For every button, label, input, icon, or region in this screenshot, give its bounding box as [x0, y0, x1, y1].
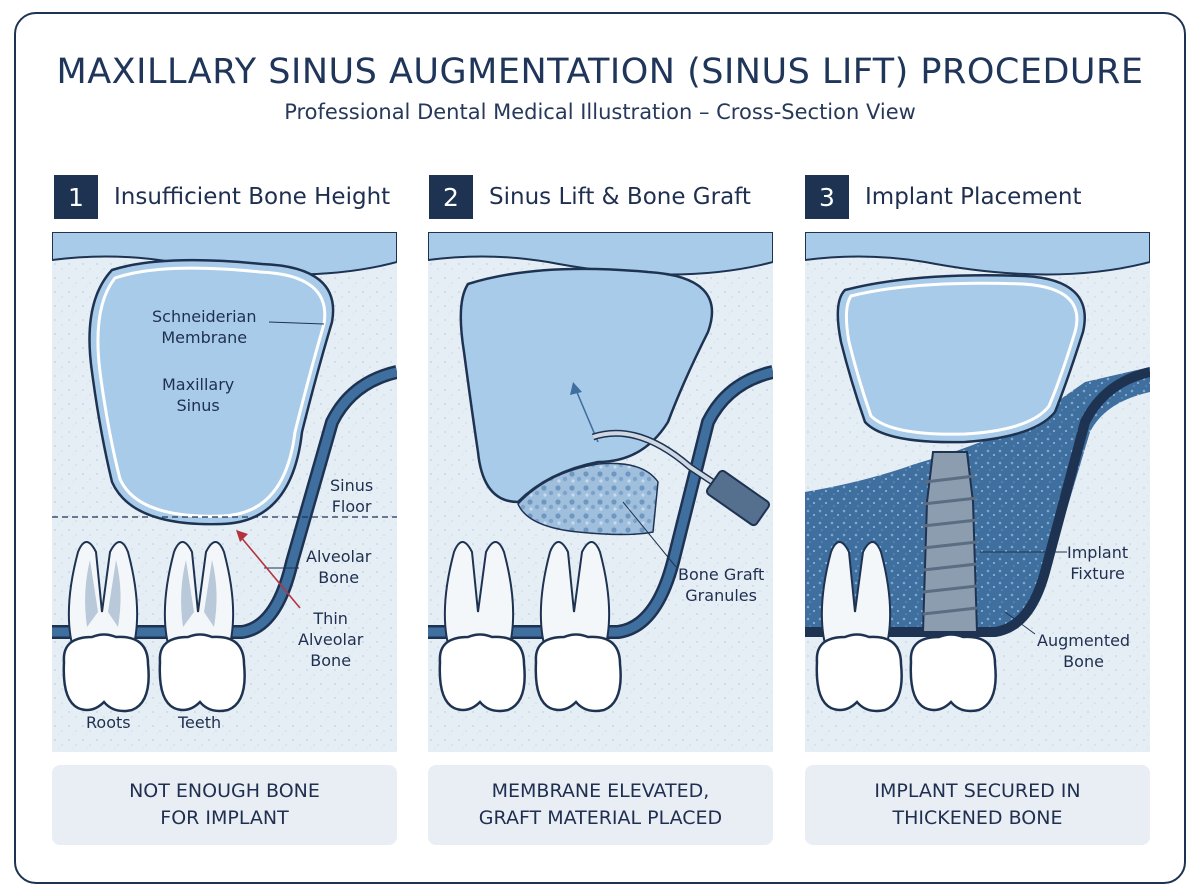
step-1-title: Insufficient Bone Height: [114, 184, 391, 210]
page-subtitle: Professional Dental Medical Illustration…: [284, 100, 916, 124]
label-roots: Roots: [86, 713, 131, 732]
elevation-arrow-icon: [570, 382, 582, 395]
step-3-number: 3: [805, 175, 849, 219]
panel-1-illustration: [52, 232, 397, 752]
panel-implant-placement: Implant Fixture Augmented Bone: [805, 232, 1150, 752]
caption-step-1-text: NOT ENOUGH BONE FOR IMPLANT: [129, 780, 320, 829]
step-2-number: 2: [429, 175, 473, 219]
tooth-1-icon: [62, 541, 150, 713]
step-3-title: Implant Placement: [865, 184, 1082, 210]
label-teeth: Teeth: [178, 713, 222, 732]
label-maxillary-sinus: Maxillary Sinus: [162, 375, 235, 415]
caption-step-1: NOT ENOUGH BONE FOR IMPLANT: [52, 765, 397, 845]
implant-fixture-icon: [909, 451, 997, 713]
step-2-title: Sinus Lift & Bone Graft: [489, 184, 751, 210]
panel-insufficient-bone: Schneiderian Membrane Maxillary Sinus Si…: [52, 232, 397, 752]
step-1-number: 1: [54, 175, 98, 219]
instrument-icon: [591, 429, 771, 527]
label-schneiderian-membrane: Schneiderian Membrane: [152, 307, 257, 347]
step-2-header: 2 Sinus Lift & Bone Graft: [429, 175, 751, 219]
label-augmented-bone: Augmented Bone: [1037, 631, 1131, 671]
panel-3-illustration: [805, 232, 1150, 752]
label-thin-alveolar-bone: Thin Alveolar Bone: [298, 609, 364, 670]
caption-step-3: IMPLANT SECURED IN THICKENED BONE: [805, 765, 1150, 845]
label-bone-graft-granules: Bone Graft Granules: [678, 565, 765, 605]
label-implant-fixture: Implant Fixture: [1067, 543, 1129, 583]
page-title: MAXILLARY SINUS AUGMENTATION (SINUS LIFT…: [56, 52, 1144, 92]
label-sinus-floor: Sinus Floor: [330, 476, 374, 516]
arrow-icon: [236, 530, 248, 542]
step-1-header: 1 Insufficient Bone Height: [54, 175, 390, 219]
panel-2-illustration: [428, 232, 773, 752]
panel-sinus-lift: Bone Graft Granules: [428, 232, 773, 752]
caption-step-2: MEMBRANE ELEVATED, GRAFT MATERIAL PLACED: [428, 765, 773, 845]
caption-step-3-text: IMPLANT SECURED IN THICKENED BONE: [874, 780, 1081, 829]
tooth-2-icon: [158, 541, 246, 713]
step-3-header: 3 Implant Placement: [805, 175, 1081, 219]
label-alveolar-bone: Alveolar Bone: [306, 547, 372, 587]
caption-step-2-text: MEMBRANE ELEVATED, GRAFT MATERIAL PLACED: [478, 780, 723, 829]
